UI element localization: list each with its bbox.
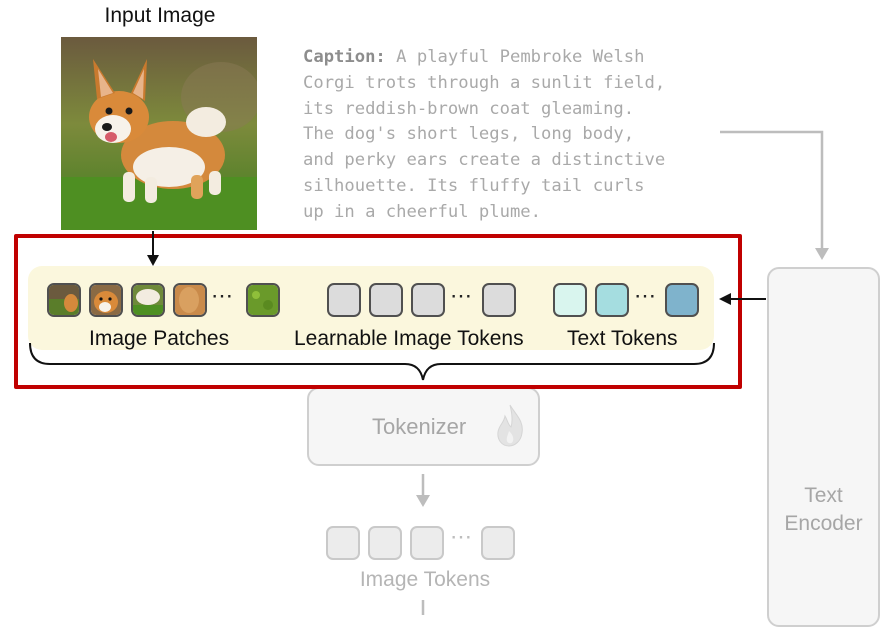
input-photo <box>61 37 257 230</box>
image-patch-last <box>246 283 280 317</box>
image-patch-2 <box>89 283 123 317</box>
image-patch-ellipsis: ⋯ <box>211 283 234 308</box>
image-token-ellipsis: ⋯ <box>450 524 473 549</box>
text-encoder-box <box>767 267 880 627</box>
text-encoder-label: Text Encoder <box>767 482 880 538</box>
caption-body: A playful Pembroke Welsh Corgi trots thr… <box>303 47 666 222</box>
group-bracket <box>29 342 715 381</box>
image-token-last <box>481 526 515 560</box>
image-patch-1 <box>47 283 81 317</box>
text-encoder-line2: Encoder <box>784 512 863 535</box>
text-token-last <box>665 283 699 317</box>
learnable-token-last <box>482 283 516 317</box>
learnable-token-ellipsis: ⋯ <box>450 283 473 308</box>
learnable-tokens-label: Learnable Image Tokens <box>294 327 524 350</box>
input-image-title: Input Image <box>104 4 216 27</box>
learnable-token-1 <box>327 283 361 317</box>
text-encoder-line1: Text <box>804 484 843 507</box>
image-patches-label: Image Patches <box>89 327 230 350</box>
text-tokens-label: Text Tokens <box>567 327 678 350</box>
image-patch-4 <box>173 283 207 317</box>
text-token-1 <box>553 283 587 317</box>
text-token-ellipsis: ⋯ <box>634 283 657 308</box>
image-patch-3 <box>131 283 165 317</box>
arrow-caption-to-encoder <box>720 130 824 250</box>
text-token-2 <box>595 283 629 317</box>
flame-icon <box>497 404 523 447</box>
image-token-1 <box>326 526 360 560</box>
tokenizer-label: Tokenizer <box>372 414 467 439</box>
caption-label: Caption: <box>303 47 386 67</box>
caption-text: Caption: A playful Pembroke Welsh Corgi … <box>303 45 743 226</box>
image-tokens-label: Image Tokens <box>359 568 491 591</box>
image-token-2 <box>368 526 402 560</box>
learnable-token-3 <box>411 283 445 317</box>
image-token-3 <box>410 526 444 560</box>
learnable-token-2 <box>369 283 403 317</box>
